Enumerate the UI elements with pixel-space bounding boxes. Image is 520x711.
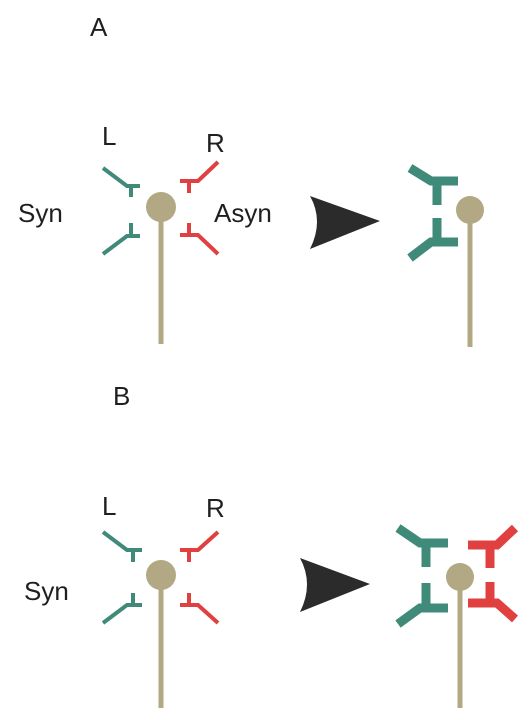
panel-b-soma	[146, 560, 176, 590]
panel-b-right-synapses	[180, 530, 220, 625]
panel-a-right-label: R	[206, 128, 225, 158]
panel-b-arrow-icon	[300, 558, 370, 612]
panel-a-after-neuron	[407, 164, 484, 347]
panel-b-before-neuron	[101, 530, 220, 708]
panel-b-after-soma	[446, 563, 474, 591]
panel-b-left-synapses	[101, 530, 142, 625]
panel-b-potentiated-right-synapses	[468, 524, 519, 623]
panel-b: B L R Syn	[24, 381, 519, 708]
panel-a-sync-label: Syn	[18, 198, 63, 228]
panel-a-before-neuron	[101, 160, 220, 344]
panel-a: A L R Syn Asyn	[18, 12, 484, 347]
panel-a-left-synapses	[101, 166, 140, 256]
panel-b-potentiated-left-synapses	[395, 524, 448, 628]
panel-b-right-label: R	[206, 493, 225, 523]
panel-a-async-label: Asyn	[214, 198, 272, 228]
panel-a-label: A	[90, 12, 108, 42]
panel-a-potentiated-left-synapses	[407, 164, 458, 262]
panel-b-left-label: L	[102, 491, 116, 521]
panel-b-sync-label: Syn	[24, 576, 69, 606]
panel-a-soma	[146, 192, 176, 222]
panel-b-after-neuron	[395, 524, 519, 708]
panel-a-arrow-icon	[310, 196, 380, 249]
panel-b-label: B	[113, 381, 130, 411]
panel-a-after-soma	[456, 196, 484, 224]
panel-a-right-synapses	[180, 160, 220, 256]
panel-a-left-label: L	[102, 121, 116, 151]
